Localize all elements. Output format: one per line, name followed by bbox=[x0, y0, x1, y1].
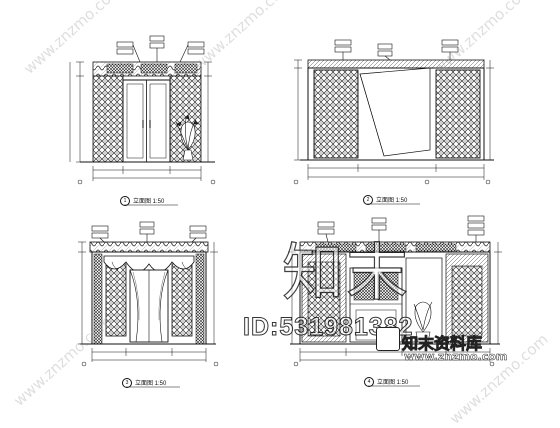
view-number-4: 4 bbox=[364, 377, 374, 388]
elevation-view-3 bbox=[78, 221, 219, 367]
view-title-3: 立面图 1:50 bbox=[135, 381, 167, 387]
view-number-3: 3 bbox=[122, 378, 132, 389]
elevation-view-1 bbox=[69, 35, 216, 185]
view-title-1: 立面图 1:50 bbox=[133, 199, 165, 205]
view-title-4: 立面图 1:50 bbox=[377, 380, 409, 386]
view-title-2: 立面图 1:50 bbox=[376, 198, 408, 204]
watermark-logo-text: 知末资料库 bbox=[402, 334, 483, 354]
watermark-logo-icon bbox=[376, 327, 400, 351]
watermark-logo-url: www.znzmo.com bbox=[404, 350, 508, 364]
view-number-1: 1 bbox=[120, 196, 130, 207]
elevation-view-2 bbox=[293, 39, 494, 185]
watermark-brand: 知末 bbox=[281, 235, 411, 309]
view-number-2: 2 bbox=[363, 195, 373, 206]
